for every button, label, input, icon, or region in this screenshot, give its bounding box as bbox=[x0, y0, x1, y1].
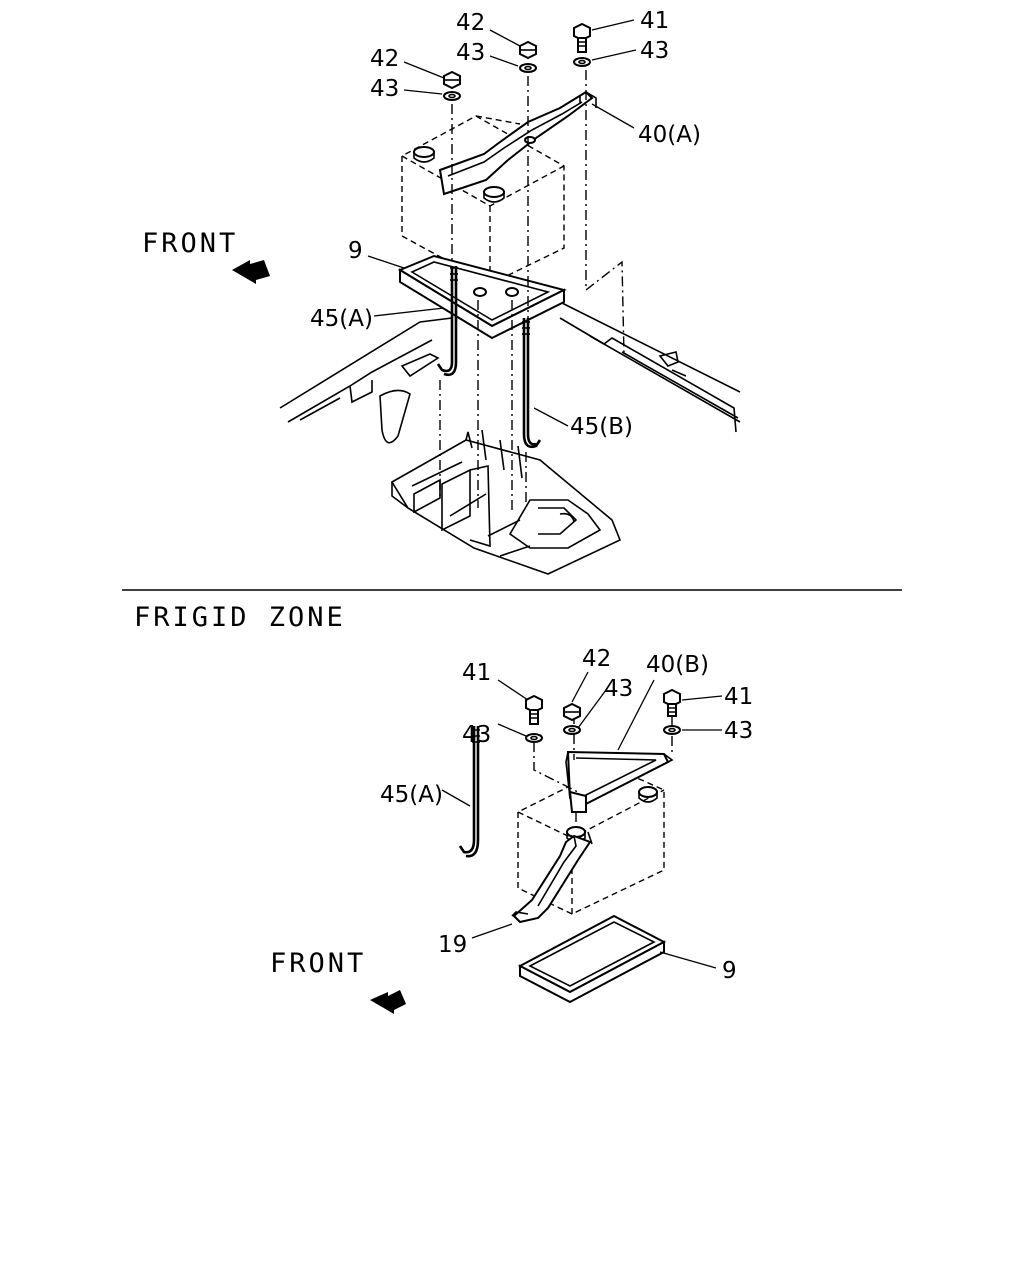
callout-9: 9 bbox=[348, 238, 363, 264]
callout-19: 19 bbox=[438, 932, 467, 958]
section-title: FRIGID ZONE bbox=[134, 602, 346, 633]
callout-43: 43 bbox=[724, 718, 753, 744]
callout-45b: 45(B) bbox=[570, 414, 633, 440]
callout-41: 41 bbox=[640, 8, 669, 34]
callout-45a: 45(A) bbox=[380, 782, 443, 808]
leaders-bottom bbox=[441, 671, 723, 969]
callout-45a: 45(A) bbox=[310, 306, 373, 332]
callout-41: 41 bbox=[462, 660, 491, 686]
battery-tray-bottom bbox=[517, 914, 667, 1004]
battery-hold-down-40b bbox=[565, 750, 674, 813]
leaders-top bbox=[367, 19, 637, 427]
callout-42: 42 bbox=[456, 10, 485, 36]
callout-43: 43 bbox=[604, 676, 633, 702]
fasteners-top bbox=[443, 22, 591, 101]
hook-bolt-45b-top bbox=[522, 318, 542, 449]
callout-40b: 40(B) bbox=[646, 652, 709, 678]
callout-43: 43 bbox=[456, 40, 485, 66]
hook-bolt-45a-bottom bbox=[458, 726, 480, 858]
callout-9: 9 bbox=[722, 958, 737, 984]
cross-member bbox=[390, 429, 622, 575]
frame-rail-right bbox=[559, 301, 741, 433]
front-label-bottom: FRONT bbox=[270, 948, 366, 979]
battery-tray-top bbox=[397, 254, 567, 340]
callout-42: 42 bbox=[370, 46, 399, 72]
callout-42: 42 bbox=[582, 646, 611, 672]
front-label-top: FRONT bbox=[142, 228, 238, 259]
hook-bolt-45a-top bbox=[436, 266, 458, 377]
callout-43: 43 bbox=[370, 76, 399, 102]
fasteners-bottom bbox=[525, 688, 681, 743]
callout-41: 41 bbox=[724, 684, 753, 710]
center-lines-top bbox=[439, 70, 625, 514]
callout-43: 43 bbox=[640, 38, 669, 64]
front-arrow-top-icon bbox=[232, 260, 270, 284]
top-assembly: 42 43 42 43 41 43 40(A) 9 45(A) 45(B) FR… bbox=[142, 8, 741, 575]
bottom-assembly: 41 43 42 43 40(B) 41 43 45(A) 19 9 FRONT bbox=[270, 646, 753, 1014]
callout-40a: 40(A) bbox=[638, 122, 701, 148]
callout-43: 43 bbox=[462, 722, 491, 748]
battery-hold-down-40a bbox=[438, 90, 597, 196]
hold-down-rod-19 bbox=[511, 831, 593, 924]
frame-rail-left bbox=[279, 317, 453, 444]
front-arrow-bottom-icon bbox=[370, 990, 406, 1014]
center-lines-bottom bbox=[533, 714, 673, 830]
